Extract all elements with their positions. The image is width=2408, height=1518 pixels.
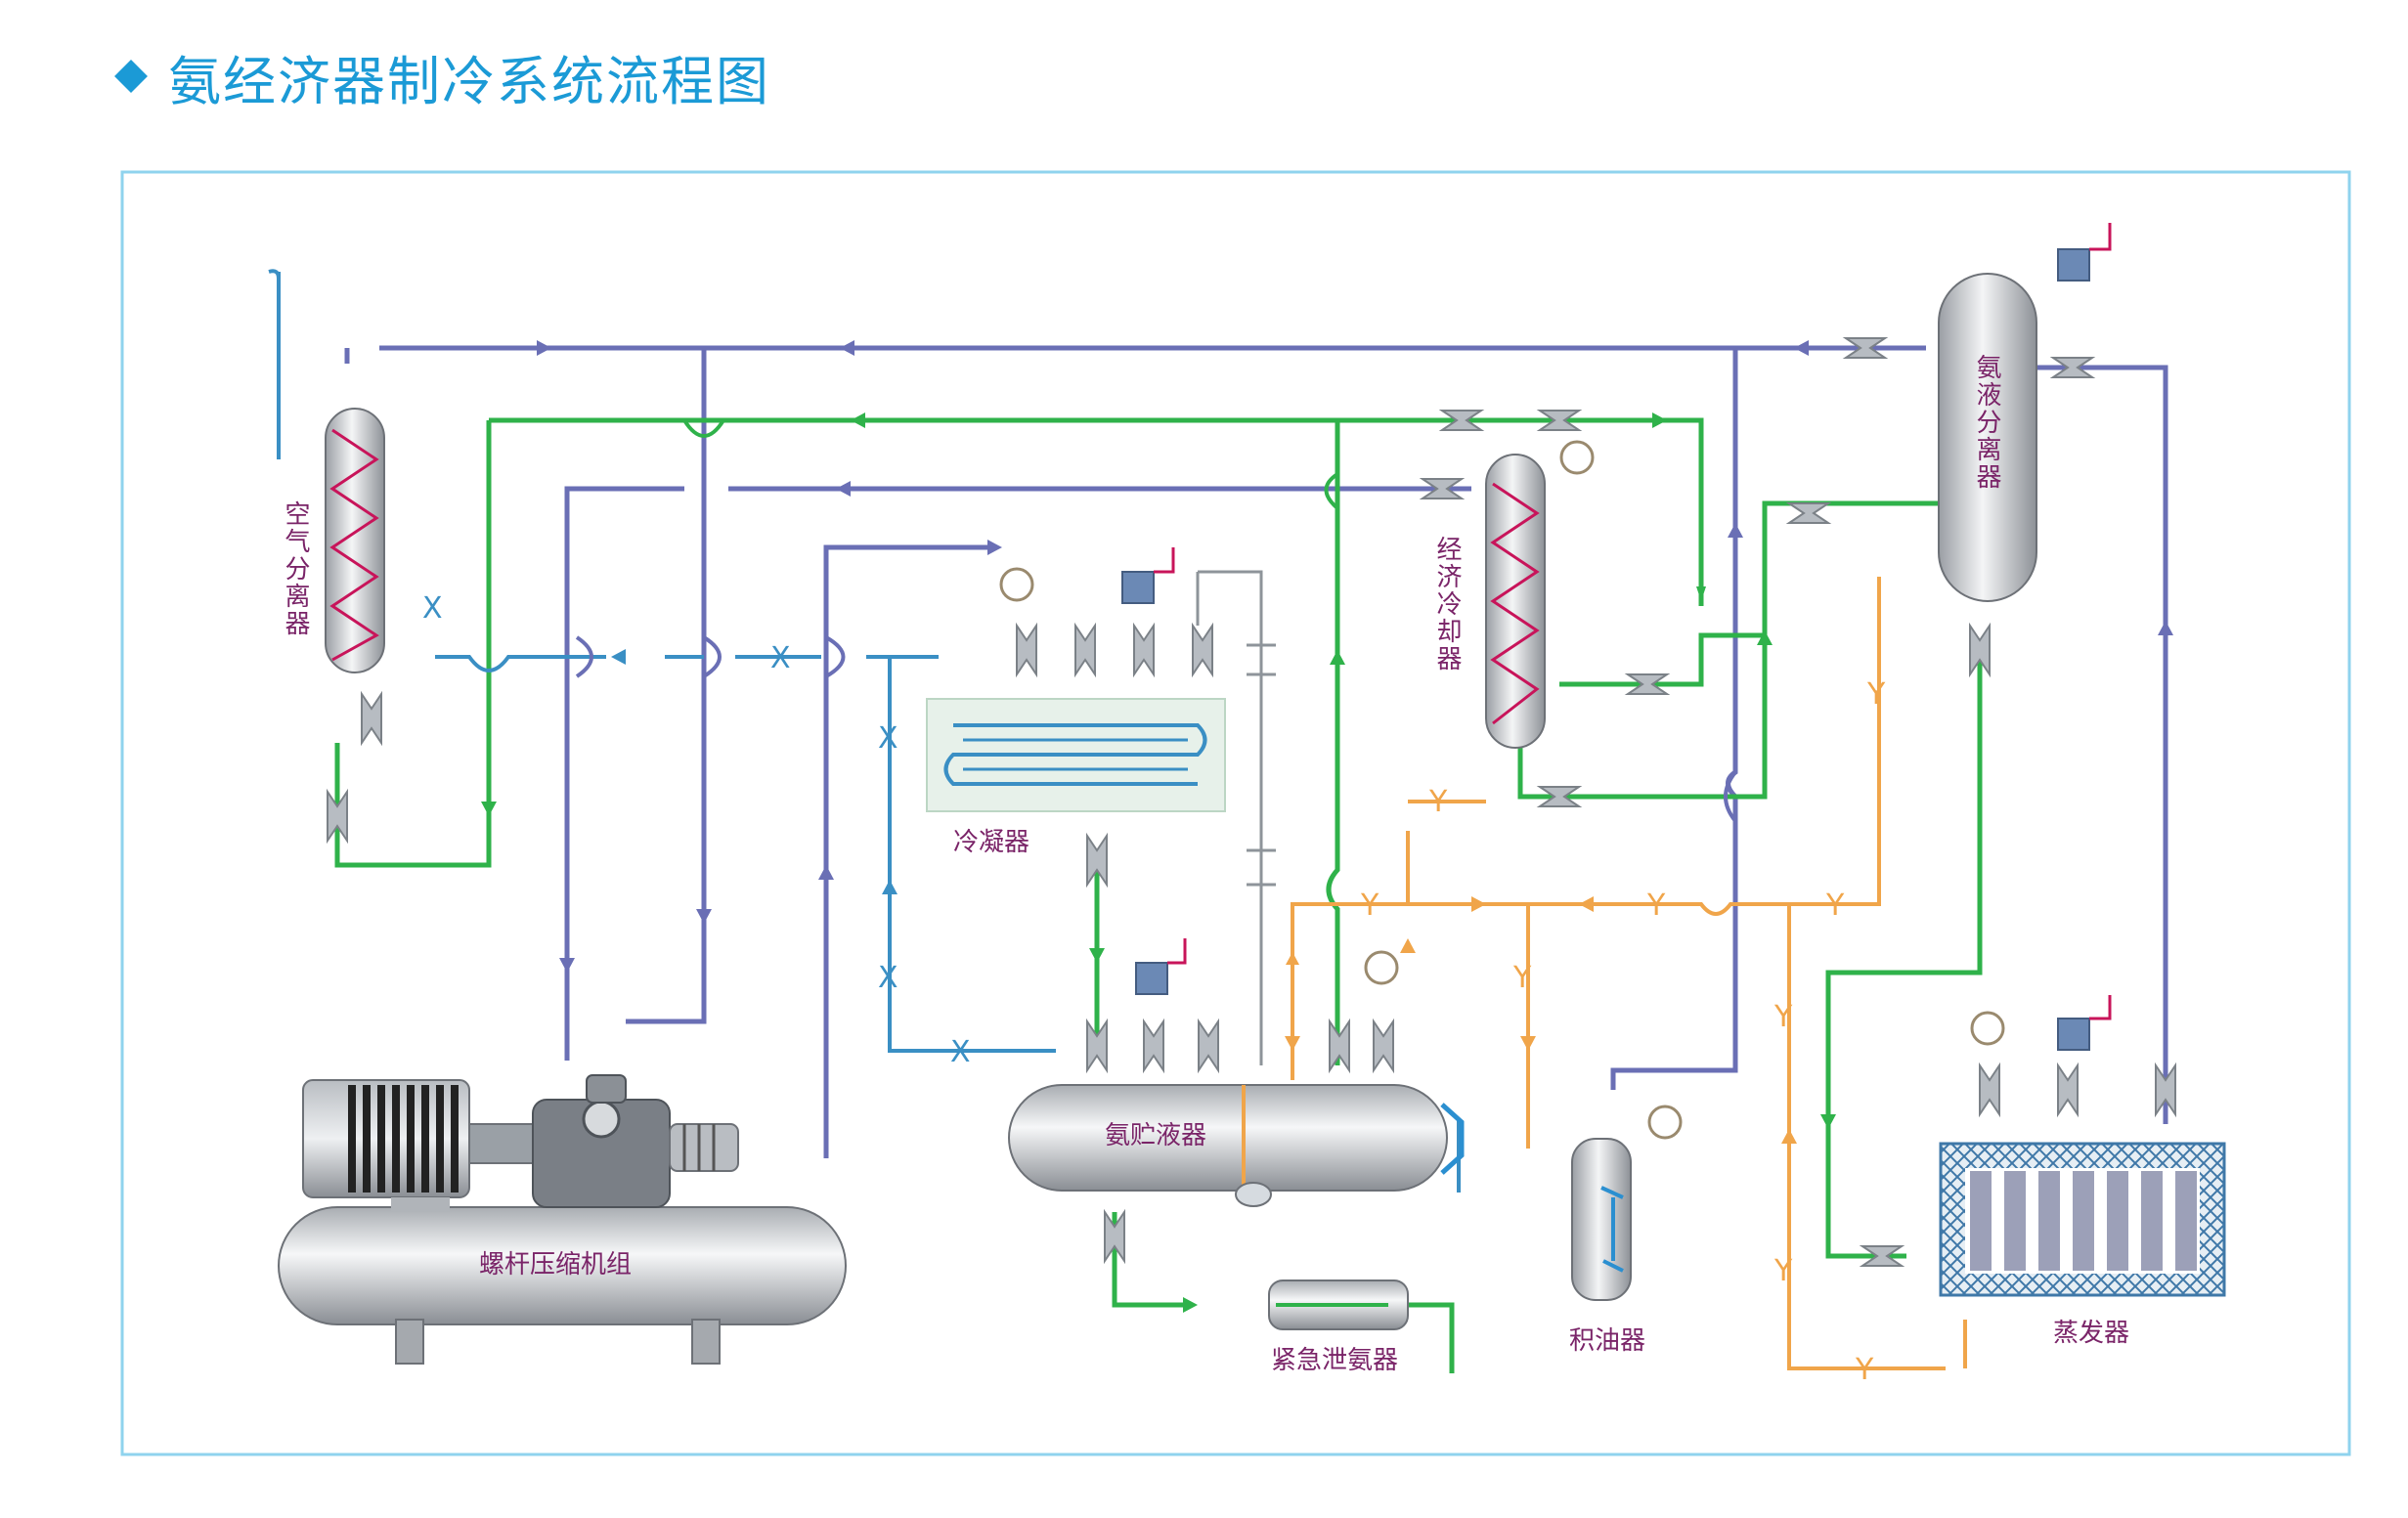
economizer-cooler-label: 经济冷却器 [1432,536,1462,672]
marker-x: X [878,961,898,995]
pressure-switches [1121,223,2112,1051]
condenser [926,698,1226,812]
marker-y: Y [1825,889,1845,923]
evaporator [1939,1142,2226,1297]
marker-y: Y [1428,785,1448,819]
ammonia-separator-label: 氨液分离器 [1972,354,2001,491]
marker-x: X [878,721,898,756]
diagram-frame [120,170,2351,1456]
marker-x: X [422,591,443,626]
air-separator-label: 空气分离器 [281,500,310,637]
air-separator [325,408,385,673]
equalizer-lines [1196,570,1276,1065]
page-title: 氨经济器制冷系统流程图 [168,50,770,112]
condenser-label: 冷凝器 [953,828,1029,857]
evaporator-label: 蒸发器 [2053,1319,2129,1348]
marker-y: Y [1646,889,1666,923]
marker-y: Y [1360,889,1379,923]
emergency-drain-label: 紧急泄氨器 [1271,1346,1398,1375]
economizer-cooler [1485,454,1546,749]
valves [327,337,2176,1267]
line-markers: X X X X X Y Y Y Y Y Y Y Y Y [422,591,1886,1387]
marker-y: Y [1512,961,1532,995]
receiver [1008,1084,1465,1207]
marker-x: X [770,641,791,675]
suction-lines [344,345,2168,1158]
marker-x: X [950,1035,971,1069]
ammonia-separator [1938,273,2037,602]
marker-y: Y [1855,1353,1874,1387]
flow-arrows [481,340,2173,1313]
compressor-unit-label: 螺杆压缩机组 [479,1250,632,1279]
oil-lines [1248,577,1967,1370]
title-row: 氨经济器制冷系统流程图 [114,37,770,115]
marker-y: Y [1866,677,1886,712]
pressure-gauges [999,440,2005,1140]
receiver-label: 氨贮液器 [1105,1121,1206,1150]
compressor-unit [278,1074,847,1365]
oil-collector [1571,1138,1632,1301]
oil-collector-label: 积油器 [1569,1326,1645,1356]
emergency-drain [1268,1279,1409,1330]
marker-y: Y [1773,1254,1793,1288]
water-lines [268,269,1461,1193]
hop-marks [575,418,1737,823]
marker-y: Y [1773,1000,1793,1034]
